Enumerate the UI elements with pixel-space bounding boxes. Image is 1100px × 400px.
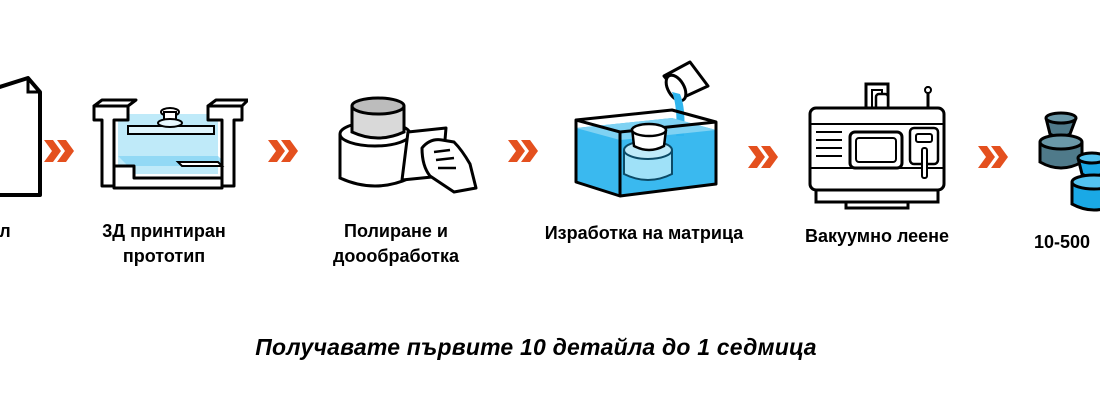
double-chevron-right-icon <box>508 140 538 162</box>
step-label-parts: 10-500 <box>1034 232 1091 252</box>
double-chevron-right-icon <box>748 146 778 168</box>
step-label-mold-making: Изработка на матрица <box>544 223 744 243</box>
step-label-cad-model: л <box>0 221 11 241</box>
vacuum-casting-machine-icon <box>808 82 946 210</box>
silicone-mold-tank-icon <box>574 60 718 198</box>
cad-file-icon <box>0 76 42 197</box>
summary-caption: Получавате първите 10 детайла до 1 седми… <box>255 334 817 360</box>
step-label-polishing: Полиране и доообработка <box>332 221 460 266</box>
double-chevron-right-icon <box>268 140 298 162</box>
step-label-vacuum-casting: Вакуумно леене <box>804 226 950 246</box>
double-chevron-right-icon <box>44 140 74 162</box>
polishing-hand-icon <box>338 96 478 194</box>
3d-printer-icon <box>92 98 248 190</box>
step-label-printed-prototype: 3Д принтиран прототип <box>102 221 226 266</box>
double-chevron-right-icon <box>978 146 1008 168</box>
cast-parts-icon <box>1038 111 1100 212</box>
